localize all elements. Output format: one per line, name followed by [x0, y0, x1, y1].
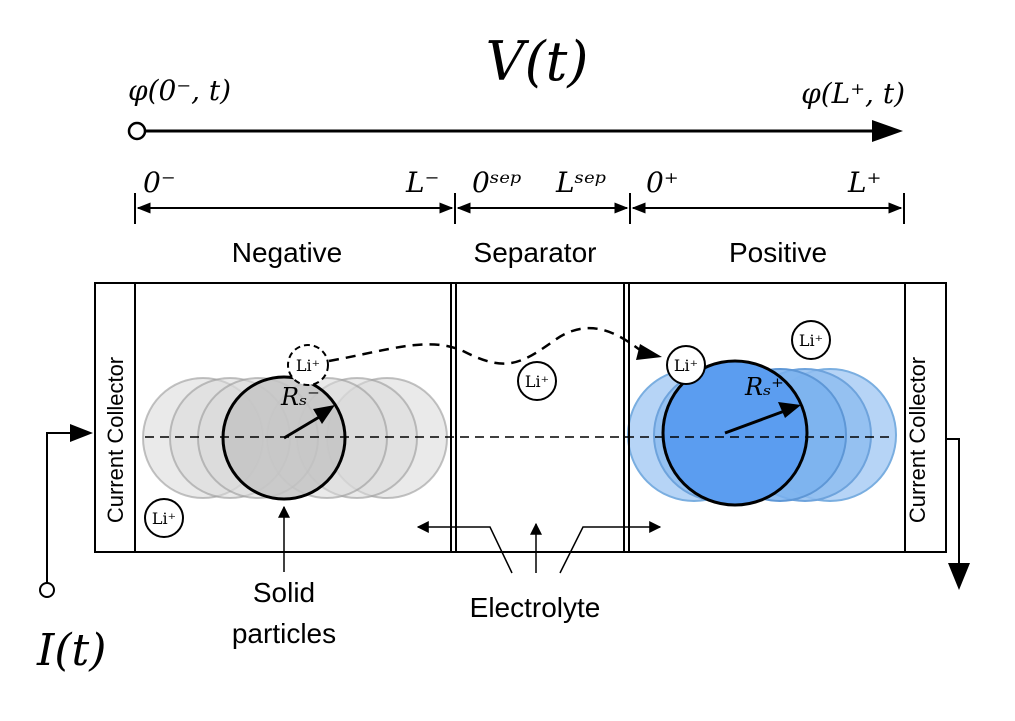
current-collector-right: Current Collector: [905, 357, 930, 523]
current-label: I(t): [36, 625, 106, 676]
position-l-plus: L⁺: [847, 166, 881, 199]
li-ion-label: Li⁺: [152, 509, 176, 528]
electrolyte-label: Electrolyte: [470, 592, 601, 623]
li-ion-label: Li⁺: [674, 356, 698, 375]
position-zero-minus: 0⁻: [143, 166, 176, 199]
current-collector-left: Current Collector: [103, 357, 128, 523]
li-ion-dashed: Li⁺: [287, 344, 329, 386]
potential-right-label: φ(L⁺, t): [801, 77, 905, 110]
positive-radius-arrowhead: [778, 402, 801, 418]
solid-particles-label-line2: particles: [232, 618, 336, 649]
li-ion-negative-bottom: Li⁺: [144, 498, 184, 538]
position-l-minus: L⁻: [405, 166, 439, 199]
li-ion-label: Li⁺: [799, 331, 823, 350]
region-separator-label: Separator: [474, 237, 597, 268]
position-zero-plus: 0⁺: [646, 166, 679, 199]
negative-radius-label: Rₛ⁻: [280, 383, 320, 411]
negative-radius-arrowhead: [313, 405, 335, 424]
solid-particles-label-line1: Solid: [253, 577, 315, 608]
position-zero-sep: 0ˢᵉᵖ: [472, 166, 521, 199]
region-negative-label: Negative: [232, 237, 343, 268]
region-positive-label: Positive: [729, 237, 827, 268]
li-ion-positive-top: Li⁺: [791, 320, 831, 360]
li-ion-separator: Li⁺: [517, 361, 557, 401]
li-ion-label: Li⁺: [296, 356, 320, 375]
current-wire: [39, 424, 970, 598]
cell-frame: [94, 282, 947, 553]
li-ion-positive-left: Li⁺: [666, 345, 706, 385]
potential-arrow: [127, 120, 903, 142]
ion-transport-path: [328, 326, 641, 365]
ion-transport-arrowhead: [636, 344, 662, 360]
li-ion-label: Li⁺: [525, 372, 549, 391]
position-l-sep: Lˢᵉᵖ: [555, 166, 606, 199]
electrolyte-arrows: [416, 521, 662, 574]
voltage-title: V(t): [486, 30, 589, 93]
dimension-lines: [134, 193, 905, 224]
positive-radius-label: Rₛ⁺: [744, 373, 784, 401]
positive-radius-arrow: [724, 407, 791, 435]
potential-left-label: φ(0⁻, t): [128, 74, 231, 107]
positive-main-particle: [661, 359, 809, 507]
positive-particles: [627, 359, 897, 507]
